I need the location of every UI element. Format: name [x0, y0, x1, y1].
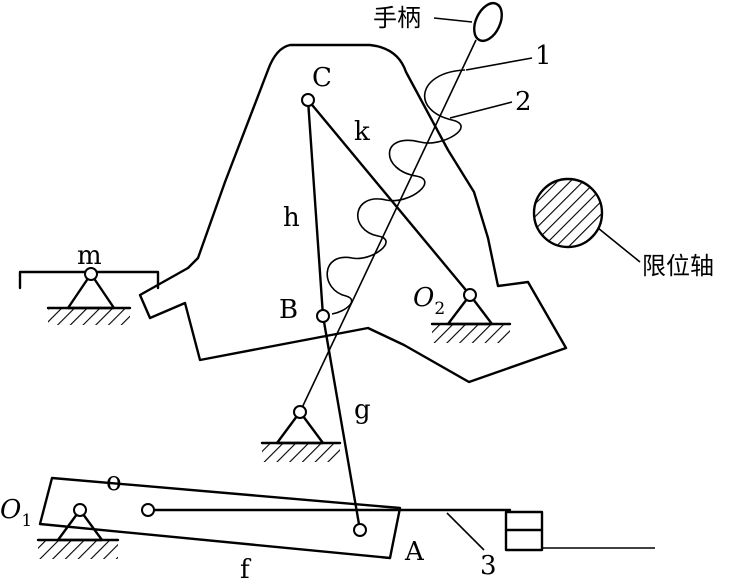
pin-o2: [463, 288, 477, 302]
label-g: g: [354, 395, 371, 425]
leader-limit-shaft: [597, 227, 641, 263]
support-handle-pivot: [260, 410, 342, 462]
link-h: [306, 98, 325, 318]
label-k: k: [354, 117, 370, 147]
pin-o1: [73, 503, 87, 517]
pin-b: [316, 309, 330, 323]
label-m: m: [77, 241, 102, 271]
label-a: A: [404, 537, 425, 567]
label-o1: O1: [0, 495, 32, 531]
label-h: h: [283, 203, 300, 233]
label-handle: 手柄: [373, 4, 421, 32]
spring-2: [326, 69, 466, 315]
link-k: [306, 98, 472, 297]
label-f: f: [240, 555, 252, 581]
support-o2: [430, 293, 512, 343]
label-c: C: [312, 63, 332, 93]
handle-lever-1: [299, 39, 477, 413]
leader-handle: [433, 17, 473, 23]
label-limit-shaft: 限位轴: [642, 252, 714, 280]
pin-o: [141, 503, 155, 517]
label-o: o: [106, 467, 122, 497]
pin-a: [353, 523, 367, 537]
support-m: [18, 270, 160, 325]
leader-3: [446, 512, 485, 551]
label-b: B: [279, 295, 298, 325]
pin-handle: [293, 405, 307, 419]
lever-f: [38, 476, 402, 560]
label-o2: O2: [413, 283, 445, 319]
label-3: 3: [480, 551, 497, 581]
pin-m: [84, 267, 98, 281]
handle-knob: [473, 1, 503, 43]
support-o1: [36, 508, 120, 559]
leader-2: [449, 101, 513, 119]
label-2: 2: [515, 87, 532, 117]
leader-1: [465, 57, 533, 71]
label-1: 1: [535, 41, 552, 71]
body-plate: [138, 43, 568, 384]
pin-c: [301, 93, 315, 107]
limit-shaft: [532, 177, 604, 249]
